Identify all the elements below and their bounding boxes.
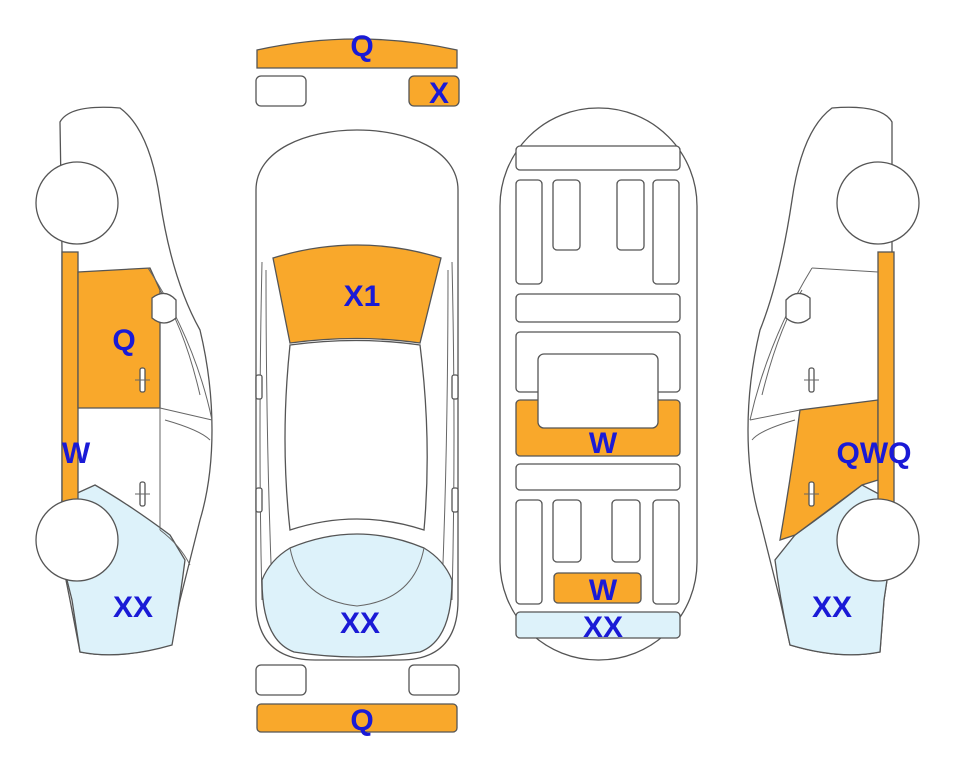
label-right-rear: XX	[812, 591, 852, 624]
label-hood: X1	[344, 280, 381, 313]
right-rear-wheel	[837, 499, 919, 581]
label-front-bumper: Q	[350, 30, 373, 63]
label-front-small-part: X	[429, 77, 449, 110]
label-left-sill: W	[62, 437, 91, 470]
label-left-rear: XX	[113, 591, 153, 624]
label-rear-bumper: Q	[350, 704, 373, 737]
left-side-view	[36, 107, 212, 655]
left-front-wheel	[36, 162, 118, 244]
rear-left-lamp[interactable]	[256, 665, 306, 695]
left-rear-wheel	[36, 499, 118, 581]
right-front-wheel	[837, 162, 919, 244]
label-floor-rear-small: W	[589, 574, 618, 607]
label-right-door-codes: QWQ	[837, 437, 912, 470]
label-floor-middle: W	[589, 427, 618, 460]
front-left-lamp[interactable]	[256, 76, 306, 106]
label-rear-window: XX	[340, 607, 380, 640]
label-floor-rear-strip: XX	[583, 611, 623, 644]
rear-right-lamp[interactable]	[409, 665, 459, 695]
roof-panel	[285, 341, 427, 531]
right-side-view	[748, 107, 919, 655]
label-left-front-door: Q	[112, 324, 135, 357]
